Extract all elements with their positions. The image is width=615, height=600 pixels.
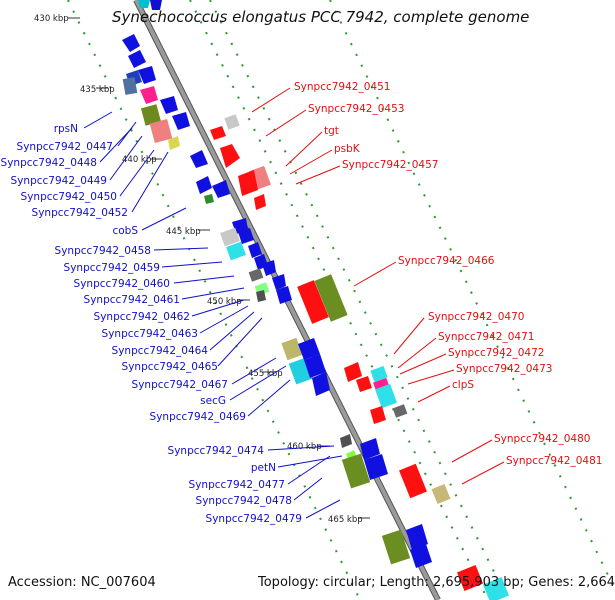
right-label-connectors	[251, 87, 505, 485]
gene-track-inner-right	[210, 114, 510, 600]
gene-label-0452: Synpcc7942_0452	[32, 207, 128, 219]
gene-label-0449: Synpcc7942_0449	[11, 175, 107, 187]
accession-text: Accession: NC_007604	[8, 575, 156, 590]
gene-label-0469: Synpcc7942_0469	[150, 411, 246, 423]
gene-label-0481: Synpcc7942_0481	[506, 455, 602, 467]
gene-label-clpS: clpS	[452, 379, 474, 391]
left-label-connectors	[83, 111, 343, 519]
kbp-label-435: 435 kbp	[80, 85, 115, 95]
gene-label-0458: Synpcc7942_0458	[55, 245, 151, 257]
gene-label-0470: Synpcc7942_0470	[428, 311, 524, 323]
kbp-label-455: 455 kbp	[248, 369, 283, 379]
gene-label-0467: Synpcc7942_0467	[132, 379, 228, 391]
gene-label-0472: Synpcc7942_0472	[448, 347, 544, 359]
gene-label-0461: Synpcc7942_0461	[84, 294, 180, 306]
gene-label-0479: Synpcc7942_0479	[206, 513, 302, 525]
gene-label-0474: Synpcc7942_0474	[168, 445, 265, 457]
kbp-label-465: 465 kbp	[328, 515, 363, 525]
gene-label-0453: Synpcc7942_0453	[308, 103, 404, 115]
kbp-label-450: 450 kbp	[207, 297, 242, 307]
gene-track-inner-left	[122, 0, 432, 568]
map-title: Synechococcus elongatus PCC 7942, comple…	[112, 8, 530, 26]
gene-label-0477: Synpcc7942_0477	[189, 479, 285, 491]
gene-label-rpsN: rpsN	[54, 123, 78, 135]
gene-label-0450: Synpcc7942_0450	[21, 191, 117, 203]
gene-label-0465: Synpcc7942_0465	[122, 361, 218, 373]
gene-label-secG: secG	[200, 395, 226, 407]
gene-label-0460: Synpcc7942_0460	[74, 278, 170, 290]
kbp-ticks	[68, 17, 370, 519]
gene-label-0466: Synpcc7942_0466	[398, 255, 495, 267]
gene-label-0480: Synpcc7942_0480	[494, 433, 590, 445]
gene-label-0478: Synpcc7942_0478	[196, 495, 292, 507]
gene-label-0447: Synpcc7942_0447	[17, 141, 113, 153]
gene-label-petN: petN	[251, 462, 276, 474]
left-gene-labels: rpsN Synpcc7942_0447 Synpcc7942_0448 Syn…	[1, 123, 302, 525]
gene-label-0451: Synpcc7942_0451	[294, 81, 390, 93]
kbp-label-460: 460 kbp	[287, 442, 322, 452]
gene-label-cobS: cobS	[112, 225, 138, 237]
kbp-label-440: 440 kbp	[122, 155, 157, 165]
kbp-label-445: 445 kbp	[166, 227, 201, 237]
gene-label-tgt: tgt	[324, 125, 339, 137]
gene-label-0471: Synpcc7942_0471	[438, 331, 534, 343]
gene-label-0473: Synpcc7942_0473	[456, 363, 552, 375]
gene-label-0462: Synpcc7942_0462	[94, 311, 190, 323]
gene-label-0448: Synpcc7942_0448	[1, 157, 97, 169]
kbp-labels: 430 kbp 435 kbp 440 kbp 445 kbp 450 kbp …	[34, 14, 363, 525]
topology-text: Topology: circular; Length: 2,695,903 bp…	[258, 575, 615, 590]
gene-label-0459: Synpcc7942_0459	[64, 262, 160, 274]
gene-label-0457: Synpcc7942_0457	[342, 159, 438, 171]
right-gene-labels: Synpcc7942_0451 Synpcc7942_0453 tgt psbK…	[294, 81, 602, 467]
gene-label-psbK: psbK	[334, 143, 361, 155]
kbp-label-430: 430 kbp	[34, 14, 69, 24]
gene-label-0464: Synpcc7942_0464	[112, 345, 209, 357]
gene-label-0463: Synpcc7942_0463	[102, 328, 198, 340]
